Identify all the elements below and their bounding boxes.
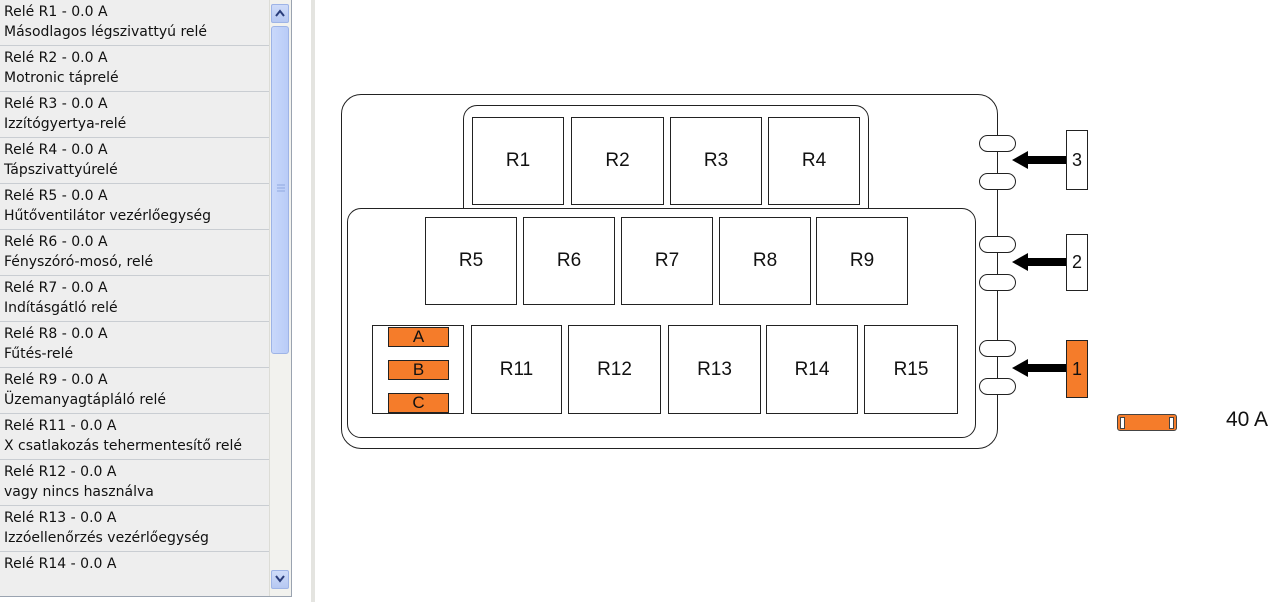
list-item-title: Relé R14 - 0.0 A bbox=[4, 556, 117, 572]
list-item-title: Relé R5 - 0.0 A bbox=[4, 188, 108, 204]
fuse-c[interactable]: C bbox=[388, 393, 449, 413]
fuse-rating-label: 40 A bbox=[1226, 408, 1269, 431]
connector-3-lower bbox=[979, 173, 1016, 190]
list-item-description: Tápszivattyúrelé bbox=[4, 162, 118, 178]
list-item-r14[interactable]: Relé R14 - 0.0 A bbox=[0, 552, 269, 596]
connector-2-upper bbox=[979, 236, 1016, 253]
list-item-title: Relé R13 - 0.0 A bbox=[4, 510, 117, 526]
relay-r12[interactable]: R12 bbox=[568, 325, 661, 414]
pane-splitter[interactable] bbox=[311, 0, 315, 602]
list-item-description: Másodlagos légszivattyú relé bbox=[4, 24, 208, 40]
list-item-r12[interactable]: Relé R12 - 0.0 A vagy nincs használva bbox=[0, 460, 269, 506]
fuse-b[interactable]: B bbox=[388, 360, 449, 380]
relay-r5[interactable]: R5 bbox=[425, 217, 517, 305]
connector-1-lower bbox=[979, 378, 1016, 395]
list-item-title: Relé R7 - 0.0 A bbox=[4, 280, 108, 296]
relay-r1[interactable]: R1 bbox=[472, 117, 564, 205]
list-item-title: Relé R11 - 0.0 A bbox=[4, 418, 117, 434]
relay-r14[interactable]: R14 bbox=[766, 325, 858, 414]
fuse-40a-icon bbox=[1117, 414, 1177, 431]
list-item-description: Motronic táprelé bbox=[4, 70, 119, 86]
list-item-r7[interactable]: Relé R7 - 0.0 A Indításgátló relé bbox=[0, 276, 269, 322]
connector-3-upper bbox=[979, 135, 1016, 152]
relay-r11[interactable]: R11 bbox=[471, 325, 562, 414]
list-item-r2[interactable]: Relé R2 - 0.0 A Motronic táprelé bbox=[0, 46, 269, 92]
list-item-title: Relé R6 - 0.0 A bbox=[4, 234, 108, 250]
relay-r8[interactable]: R8 bbox=[719, 217, 811, 305]
list-item-title: Relé R9 - 0.0 A bbox=[4, 372, 108, 388]
list-item-description: Izzóellenőrzés vezérlőegység bbox=[4, 530, 209, 546]
list-item-title: Relé R4 - 0.0 A bbox=[4, 142, 108, 158]
list-item-description: Fényszóró-mosó, relé bbox=[4, 254, 154, 270]
list-item-title: Relé R1 - 0.0 A bbox=[4, 4, 108, 20]
list-item-r4[interactable]: Relé R4 - 0.0 A Tápszivattyúrelé bbox=[0, 138, 269, 184]
list-item-description: vagy nincs használva bbox=[4, 484, 154, 500]
scroll-up-button[interactable] bbox=[271, 4, 289, 23]
list-item-r9[interactable]: Relé R9 - 0.0 A Üzemanyagtápláló relé bbox=[0, 368, 269, 414]
connector-1-upper bbox=[979, 340, 1016, 357]
fuse-a[interactable]: A bbox=[388, 327, 449, 347]
list-item-r13[interactable]: Relé R13 - 0.0 A Izzóellenőrzés vezérlőe… bbox=[0, 506, 269, 552]
list-item-r11[interactable]: Relé R11 - 0.0 A X csatlakozás teherment… bbox=[0, 414, 269, 460]
relay-r3[interactable]: R3 bbox=[670, 117, 762, 205]
arrow-left-icon bbox=[1012, 359, 1066, 377]
relay-r7[interactable]: R7 bbox=[621, 217, 713, 305]
scroll-down-button[interactable] bbox=[271, 570, 289, 589]
list-item-title: Relé R8 - 0.0 A bbox=[4, 326, 108, 342]
connector-2-lower bbox=[979, 274, 1016, 291]
relay-r13[interactable]: R13 bbox=[668, 325, 761, 414]
list-item-r6[interactable]: Relé R6 - 0.0 A Fényszóró-mosó, relé bbox=[0, 230, 269, 276]
plug-2[interactable]: 2 bbox=[1066, 234, 1088, 291]
plug-1-highlighted[interactable]: 1 bbox=[1066, 340, 1088, 398]
list-item-title: Relé R3 - 0.0 A bbox=[4, 96, 108, 112]
arrow-down-icon bbox=[275, 575, 285, 583]
relay-r9[interactable]: R9 bbox=[816, 217, 908, 305]
relay-list-panel[interactable]: Relé R1 - 0.0 A Másodlagos légszivattyú … bbox=[0, 0, 292, 597]
arrow-left-icon bbox=[1012, 253, 1066, 271]
arrow-up-icon bbox=[275, 9, 285, 17]
relay-r6[interactable]: R6 bbox=[523, 217, 615, 305]
arrow-left-icon bbox=[1012, 151, 1066, 169]
list-item-description: Hűtőventilátor vezérlőegység bbox=[4, 208, 211, 224]
plug-3[interactable]: 3 bbox=[1066, 130, 1088, 190]
relay-r15[interactable]: R15 bbox=[864, 325, 958, 414]
list-item-description: Izzítógyertya-relé bbox=[4, 116, 127, 132]
grip-icon bbox=[277, 184, 285, 192]
list-item-r5[interactable]: Relé R5 - 0.0 A Hűtőventilátor vezérlőeg… bbox=[0, 184, 269, 230]
list-item-description: Üzemanyagtápláló relé bbox=[4, 392, 166, 408]
relay-r4[interactable]: R4 bbox=[768, 117, 860, 205]
relay-list: Relé R1 - 0.0 A Másodlagos légszivattyú … bbox=[0, 0, 269, 596]
list-scrollbar[interactable] bbox=[269, 0, 291, 596]
list-item-description: X csatlakozás tehermentesítő relé bbox=[4, 438, 242, 454]
list-item-title: Relé R2 - 0.0 A bbox=[4, 50, 108, 66]
list-item-title: Relé R12 - 0.0 A bbox=[4, 464, 117, 480]
list-item-r3[interactable]: Relé R3 - 0.0 A Izzítógyertya-relé bbox=[0, 92, 269, 138]
relay-box-diagram: R1 R2 R3 R4 R5 R6 R7 R8 R9 A B C R11 R12… bbox=[320, 0, 1280, 602]
list-item-description: Indításgátló relé bbox=[4, 300, 118, 316]
list-item-description: Fűtés-relé bbox=[4, 346, 74, 362]
list-item-r1[interactable]: Relé R1 - 0.0 A Másodlagos légszivattyú … bbox=[0, 0, 269, 46]
relay-r2[interactable]: R2 bbox=[571, 117, 664, 205]
scrollbar-thumb[interactable] bbox=[271, 26, 289, 354]
list-item-r8[interactable]: Relé R8 - 0.0 A Fűtés-relé bbox=[0, 322, 269, 368]
